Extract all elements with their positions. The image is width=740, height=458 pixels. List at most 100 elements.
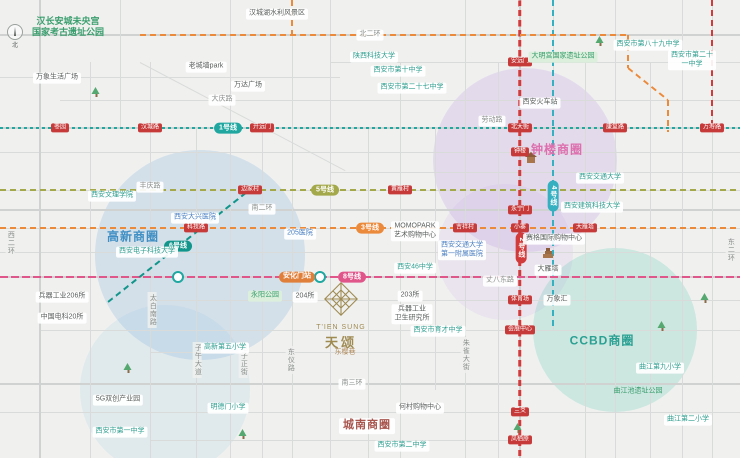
- map-label: 北二环: [356, 29, 384, 41]
- map-label: 兵器工业206所: [35, 291, 89, 303]
- road-line: [330, 171, 740, 173]
- brand-emblem-icon: [324, 282, 358, 316]
- road-line: [40, 329, 740, 331]
- metro-station: 北大街: [507, 123, 533, 133]
- map-label: 西二环: [5, 229, 15, 257]
- road-line: [681, 0, 683, 458]
- map-label: 高新第五小学: [201, 342, 249, 354]
- road-line: [497, 62, 499, 458]
- metro-station: 边家村: [237, 185, 263, 195]
- map-label: 西安市第一中学: [92, 426, 148, 438]
- map-label: 钟楼商圈: [530, 142, 584, 157]
- map-label: 明德门小学: [207, 402, 249, 414]
- metro-station: 开远门: [249, 123, 275, 133]
- road-line: [0, 251, 740, 253]
- metro-line-pill: 2号线: [515, 232, 527, 264]
- metro-station: 三爻: [510, 407, 530, 417]
- road-line: [89, 62, 91, 458]
- map-label: 赛格国际购物中心: [523, 233, 585, 245]
- map-label: MOMOPARK 艺术购物中心: [391, 221, 439, 241]
- road-line: [149, 62, 151, 458]
- map-label: 曲江第二小学: [664, 414, 712, 426]
- map-label: 大明宫国家遗址公园: [528, 51, 598, 63]
- map-label: 安化门站: [279, 271, 315, 283]
- map-label: 南二环: [248, 203, 276, 215]
- map-label: 丰庆路: [136, 181, 164, 193]
- tree-icon: [657, 321, 667, 331]
- map-label: 西安交通大学: [576, 172, 624, 184]
- metro-line-pill: 3号线: [356, 222, 384, 234]
- map-label: 电子正街: [238, 342, 248, 378]
- metro-station: 黄雁村: [387, 185, 413, 195]
- map-label: 高新商圈: [106, 229, 160, 244]
- map-label: 曲江第九小学: [636, 362, 684, 374]
- metro-line-segment: [140, 34, 628, 36]
- road-line: [150, 299, 740, 301]
- metro-station: 吉祥村: [452, 223, 478, 233]
- metro-line-segment: [0, 275, 740, 279]
- map-label: 西安市第二十一中学: [668, 50, 716, 70]
- map-label: 西安大兴医院: [171, 212, 219, 224]
- map-label: 兵器工业 卫生研究所: [391, 304, 433, 324]
- map-label: 西安46中学: [394, 262, 436, 274]
- road-line: [150, 439, 520, 441]
- map-label: 劳动路: [478, 115, 506, 127]
- map-label: 丈八东路: [483, 275, 517, 287]
- metro-station: 安远门: [507, 57, 533, 67]
- road-line: [584, 62, 586, 458]
- metro-station: 汉城路: [137, 123, 163, 133]
- compass-needle-icon: [13, 27, 16, 36]
- map-label: 中国电科20所: [37, 312, 87, 324]
- map-label: 东樱巷: [334, 348, 356, 356]
- brand-name-en: T'IEN SUNG: [316, 324, 366, 331]
- compass-ring: [7, 24, 23, 40]
- map-label: 大庆路: [208, 94, 236, 106]
- map-label: 5G双创产业园: [92, 394, 144, 406]
- metro-station: 钟楼: [510, 147, 530, 157]
- metro-station: 万寿路: [699, 123, 725, 133]
- road-line: [195, 128, 197, 458]
- bell-tower-icon: [525, 152, 537, 163]
- map-label: 万象汇: [543, 294, 571, 306]
- map-label: 万达广场: [231, 80, 265, 92]
- road-line: [711, 0, 713, 458]
- metro-line-segment: [552, 0, 554, 330]
- road-line: [0, 383, 740, 385]
- brand-name-cn: 天颂: [324, 335, 357, 350]
- metro-station: 永宁门: [507, 205, 533, 215]
- metro-line-pill: 4号线: [547, 180, 559, 212]
- map-label: 汉城湖水利风景区: [246, 8, 308, 20]
- map-label: 205医院: [284, 228, 316, 240]
- metro-station: 小寨: [510, 223, 530, 233]
- tree-icon: [700, 293, 710, 303]
- metro-station: 康复路: [602, 123, 628, 133]
- map-label: 陕西科技大学: [350, 51, 398, 63]
- road-line: [291, 35, 293, 458]
- map-label: 西安市育才中学: [410, 325, 466, 337]
- map-label: 万象生活广场: [33, 72, 81, 84]
- map-label: 南三环: [338, 378, 366, 390]
- map-label: 东仪路: [285, 346, 295, 374]
- tree-icon: [238, 429, 248, 439]
- road-line: [229, 0, 231, 458]
- road-line: [119, 0, 121, 128]
- pagoda-icon: [543, 248, 553, 258]
- road-line: [434, 128, 436, 390]
- road-line: [0, 411, 740, 413]
- map-label: 东二环: [725, 236, 735, 264]
- map-label: 何村购物中心: [396, 402, 444, 414]
- metro-station: 大雁塔: [572, 223, 598, 233]
- map-label: 汉长安城未央宫 国家考古遗址公园: [31, 15, 105, 37]
- map-label: 西安火车站: [519, 97, 561, 109]
- metro-station: 凤栖原: [507, 435, 533, 445]
- map-label: 朱雀大街: [460, 337, 470, 373]
- metro-line-segment: [627, 67, 669, 101]
- compass-icon: 北: [6, 24, 24, 50]
- map-label: 西安建筑科技大学: [561, 201, 623, 213]
- map-label: 西安市第十中学: [370, 65, 426, 77]
- map-label: 204所: [292, 291, 318, 303]
- map-label: 西安交通大学 第一附属医院: [438, 240, 486, 260]
- map-label: 子午大道: [192, 342, 202, 378]
- map-label: 曲江池遗址公园: [613, 387, 663, 395]
